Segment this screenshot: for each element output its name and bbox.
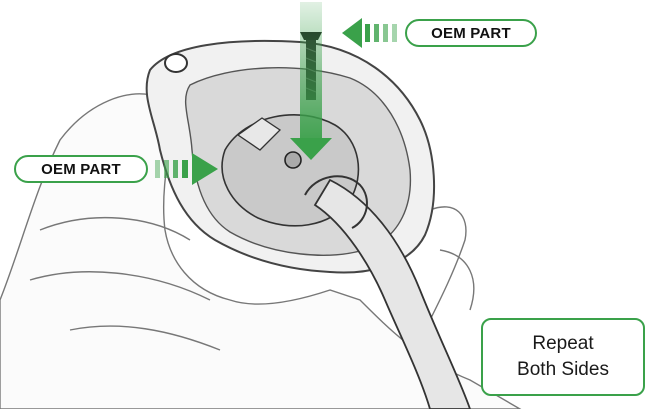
oem-part-callout-left: OEM PART (14, 155, 148, 183)
oem-part-label-top: OEM PART (431, 25, 511, 42)
top-callout-arrow (342, 18, 397, 48)
note-line-2: Both Sides (517, 357, 609, 383)
note-line-1: Repeat (532, 331, 593, 357)
oem-part-callout-top: OEM PART (405, 19, 537, 47)
repeat-note-box: Repeat Both Sides (481, 318, 645, 396)
screw-hole (285, 152, 301, 168)
oem-part-label-left: OEM PART (41, 161, 121, 178)
mounting-hole (165, 54, 187, 72)
